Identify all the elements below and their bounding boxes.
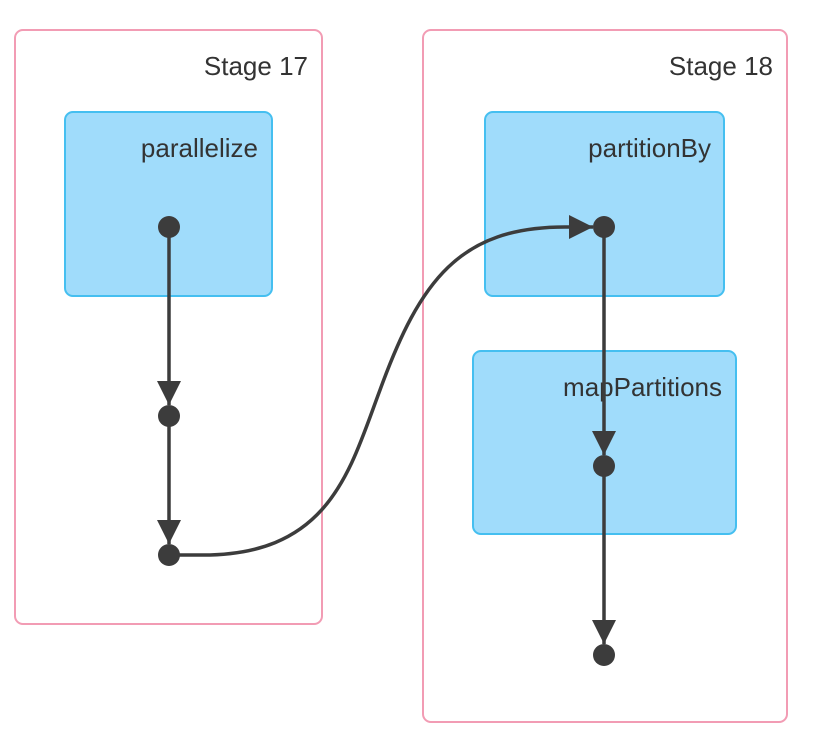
edge-stage17-to-partitionBy xyxy=(169,215,593,557)
mapPartitions-label: mapPartitions xyxy=(563,372,722,402)
stage17-node-2[interactable] xyxy=(158,405,180,427)
stage-18-label: Stage 18 xyxy=(669,51,773,81)
stage18-node-3[interactable] xyxy=(593,644,615,666)
nodes xyxy=(158,216,615,666)
mapPartitions-node[interactable] xyxy=(593,455,615,477)
stage17-node-3[interactable] xyxy=(158,544,180,566)
partitionBy-cluster: partitionBy xyxy=(484,111,725,297)
partitionBy-node[interactable] xyxy=(593,216,615,238)
edges xyxy=(157,215,616,644)
parallelize-label: parallelize xyxy=(141,133,258,163)
stage-17-label: Stage 17 xyxy=(204,51,308,81)
partitionBy-label: partitionBy xyxy=(588,133,711,163)
parallelize-cluster: parallelize xyxy=(64,111,273,297)
parallelize-node[interactable] xyxy=(158,216,180,238)
